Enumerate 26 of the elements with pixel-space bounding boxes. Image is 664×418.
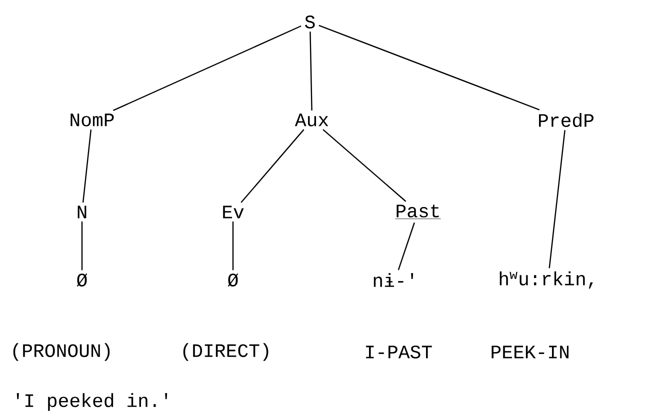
tree-label: NomP [70, 114, 114, 126]
translation: 'I peeked in.' [16, 393, 168, 411]
gloss: (DIRECT) [183, 343, 268, 361]
tree-label: Ø [76, 273, 88, 287]
tree-branch [318, 24, 540, 110]
tree-label: S [305, 16, 315, 28]
tree-label: Ev [223, 206, 244, 218]
tree-branch [112, 25, 302, 111]
tree-label: Past [395, 204, 441, 220]
tree-label: N [78, 206, 86, 218]
gloss: (PRONOUN) [13, 343, 110, 361]
tree-label: PredP [539, 113, 594, 127]
tree-label: nɨ-' [374, 273, 414, 287]
tree-branch [82, 130, 92, 203]
tree-branch [240, 129, 304, 203]
tree-branch [310, 32, 312, 110]
gloss: PEEK-IN [492, 346, 568, 358]
tree-branch [232, 221, 234, 270]
tree-label: h$^{w}$u:rkin, [500, 271, 593, 289]
tree-branch [398, 222, 415, 270]
tree-branch [81, 221, 83, 270]
tree-label: Ø [228, 273, 238, 287]
tree-branch [548, 130, 566, 268]
gloss: I-PAST [366, 346, 432, 358]
tree-branch [322, 129, 406, 202]
tree-label: Aux [294, 114, 328, 126]
